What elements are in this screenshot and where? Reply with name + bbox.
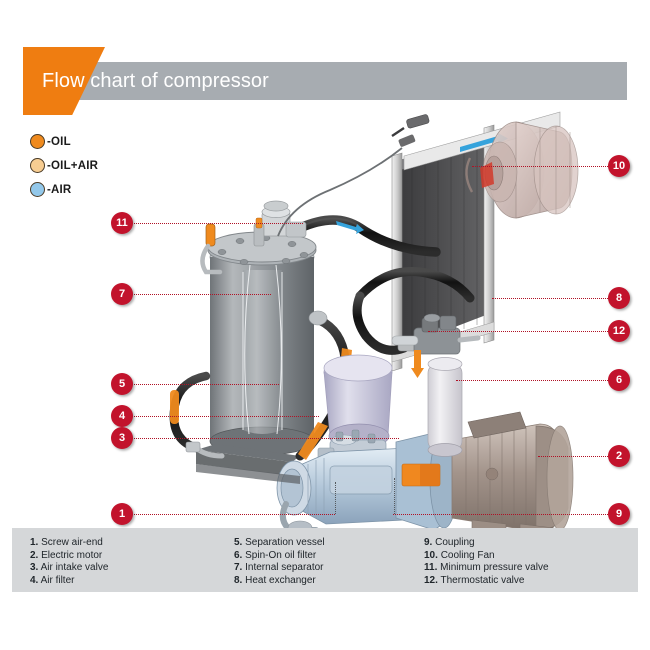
key-number: 10.: [424, 549, 438, 561]
callout-10[interactable]: 10: [608, 155, 630, 177]
callout-5[interactable]: 5: [111, 373, 133, 395]
callout-1[interactable]: 1: [111, 503, 133, 525]
leader-line-2: [538, 456, 608, 457]
key-label: Minimum pressure valve: [440, 562, 549, 574]
electric-motor: [451, 411, 574, 530]
base-frame: [196, 464, 300, 484]
key-number: 11.: [424, 562, 438, 574]
minimum-pressure-valve: [253, 200, 307, 247]
component-key-column-2: 5. Separation vessel 6. Spin-On oil filt…: [234, 537, 424, 592]
leader-line-5: [131, 384, 279, 385]
leader-line-9: [393, 514, 608, 515]
flow-legend-item-air: -AIR: [30, 181, 98, 198]
internal-separator: [242, 264, 283, 435]
page-title: Flow chart of compressor: [42, 70, 269, 92]
callout-7[interactable]: 7: [111, 283, 133, 305]
compressor-diagram: [0, 100, 650, 530]
list-item: 6. Spin-On oil filter: [234, 550, 424, 563]
component-key-panel: 1. Screw air-end 2. Electric motor 3. Ai…: [12, 528, 638, 592]
key-number: 3.: [30, 562, 39, 574]
list-item: 5. Separation vessel: [234, 537, 424, 550]
key-number: 5.: [234, 537, 243, 548]
leader-line-11: [131, 223, 303, 224]
thermostatic-valve: [391, 313, 481, 378]
component-key-column-1: 1. Screw air-end 2. Electric motor 3. Ai…: [12, 537, 234, 592]
cooling-fan: [465, 121, 579, 219]
key-label: Air filter: [40, 574, 75, 586]
key-number: 9.: [424, 537, 433, 548]
flow-legend-label-oil-air: -OIL+AIR: [47, 159, 99, 172]
list-item: 10. Cooling Fan: [424, 550, 638, 563]
leader-riser-1: [335, 482, 336, 514]
list-item: 8. Heat exchanger: [234, 575, 424, 588]
list-item: 9. Coupling: [424, 537, 638, 550]
flow-legend-label-air: -AIR: [47, 183, 72, 196]
list-item: 7. Internal separator: [234, 562, 424, 575]
callout-2[interactable]: 2: [608, 445, 630, 467]
sight-glass: [200, 223, 223, 275]
key-label: Heat exchanger: [245, 574, 316, 586]
callout-8[interactable]: 8: [608, 287, 630, 309]
key-number: 1.: [30, 537, 39, 548]
key-number: 4.: [30, 574, 39, 586]
flow-legend-label-oil: -OIL: [47, 135, 71, 148]
header-band: [23, 62, 627, 100]
callout-4[interactable]: 4: [111, 405, 133, 427]
leader-line-6: [456, 380, 608, 381]
key-label: Coupling: [435, 537, 475, 548]
component-key-column-3: 9. Coupling 10. Cooling Fan 11. Minimum …: [424, 537, 638, 592]
leader-line-4: [131, 416, 319, 417]
callout-12[interactable]: 12: [608, 320, 630, 342]
key-label: Separation vessel: [245, 537, 325, 548]
leader-line-3: [131, 438, 399, 439]
key-label: Air intake valve: [40, 562, 109, 574]
flow-legend-item-oil: -OIL: [30, 133, 98, 150]
flow-legend: -OIL -OIL+AIR -AIR: [30, 133, 98, 198]
hose-oil-return-left: [169, 371, 225, 459]
leader-line-1: [131, 514, 335, 515]
key-number: 7.: [234, 562, 243, 574]
key-label: Screw air-end: [41, 537, 103, 548]
oil-flow-indicator-left: [170, 390, 179, 424]
coupling: [395, 431, 459, 530]
list-item: 11. Minimum pressure valve: [424, 562, 638, 575]
hose-separator-to-cooler: [295, 215, 441, 257]
temperature-sensor: [391, 114, 430, 137]
list-item: 3. Air intake valve: [30, 562, 234, 575]
list-item: 1. Screw air-end: [30, 537, 234, 550]
circle-icon-oil: [30, 134, 45, 149]
leader-line-8: [492, 298, 608, 299]
spin-on-oil-filter: [427, 357, 463, 457]
callout-11[interactable]: 11: [111, 212, 133, 234]
key-number: 2.: [30, 549, 39, 561]
list-item: 4. Air filter: [30, 575, 234, 588]
circle-icon-air: [30, 182, 45, 197]
list-item: 12. Thermostatic valve: [424, 575, 638, 588]
oil-flow-indicator-thermo: [411, 350, 424, 378]
key-number: 12.: [424, 574, 438, 586]
list-item: 2. Electric motor: [30, 550, 234, 563]
leader-riser-9: [394, 478, 395, 514]
screw-air-end: [276, 447, 431, 530]
callout-9[interactable]: 9: [608, 503, 630, 525]
key-label: Thermostatic valve: [440, 574, 525, 586]
key-number: 8.: [234, 574, 243, 586]
key-label: Electric motor: [41, 549, 103, 561]
flow-legend-item-oil-air: -OIL+AIR: [30, 157, 98, 174]
key-number: 6.: [234, 549, 243, 561]
callout-3[interactable]: 3: [111, 427, 133, 449]
circle-icon-oil-air: [30, 158, 45, 173]
air-flow-arrow-hose: [336, 221, 364, 234]
leader-line-10: [472, 166, 608, 167]
key-label: Spin-On oil filter: [245, 549, 317, 561]
key-label: Internal separator: [245, 562, 324, 574]
key-label: Cooling Fan: [440, 549, 495, 561]
leader-line-12: [428, 331, 608, 332]
callout-6[interactable]: 6: [608, 369, 630, 391]
leader-line-7: [131, 294, 271, 295]
